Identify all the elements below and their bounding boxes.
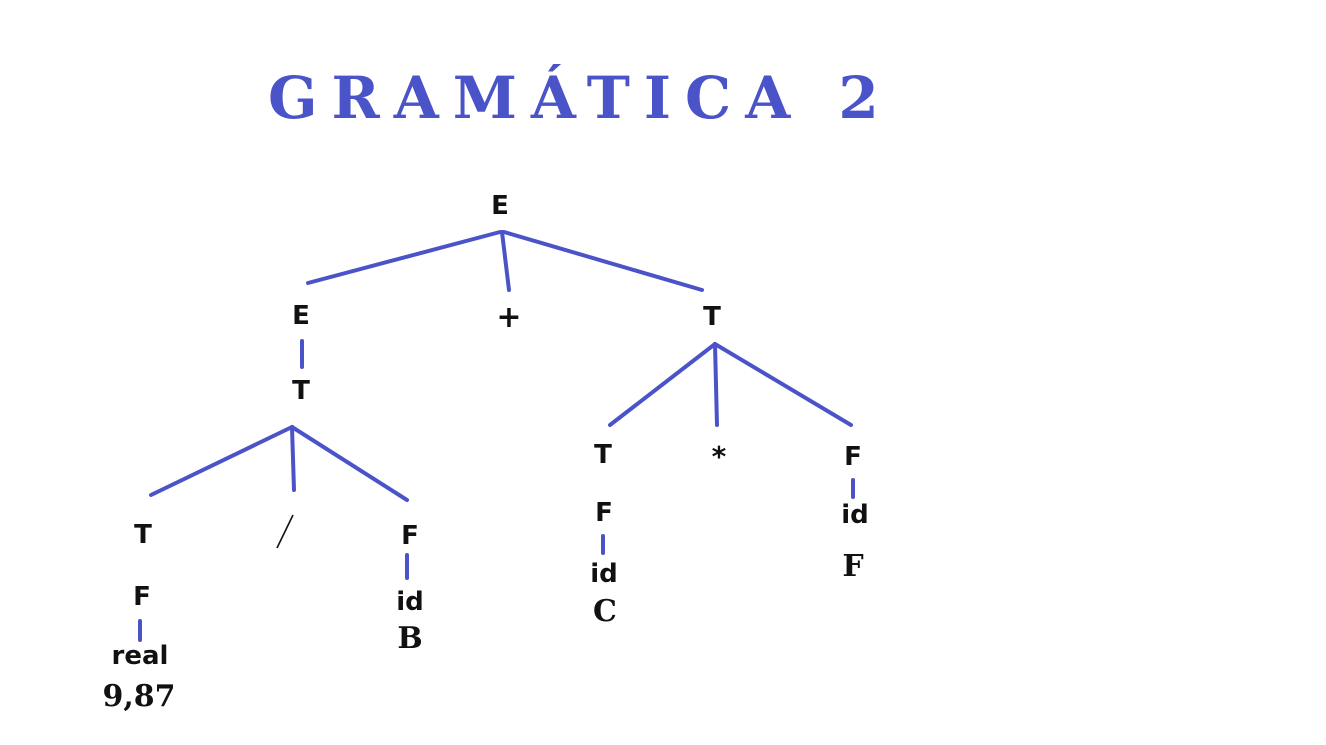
leaf-id-c: id — [590, 559, 618, 589]
value-c: C — [593, 594, 617, 629]
node-left-t: T — [292, 376, 310, 406]
edge-t-f — [290, 425, 409, 502]
node-plus: + — [496, 300, 522, 335]
leaf-real: real — [111, 641, 169, 671]
edge-right-t-f — [713, 342, 853, 427]
edge-right-t-star — [713, 342, 719, 427]
edge-root-left-e — [306, 230, 502, 285]
node-left-f-id: F — [401, 521, 419, 551]
value-f: F — [842, 549, 864, 584]
node-right-f-c: F — [595, 498, 613, 528]
node-right-t: T — [703, 302, 721, 332]
node-right-f: F — [844, 442, 862, 472]
node-star: * — [711, 440, 727, 473]
division-slash — [276, 514, 294, 549]
node-left-t-child-t: T — [134, 520, 152, 550]
leaf-id-b: id — [396, 587, 424, 617]
edge-root-right-t — [502, 230, 704, 292]
edge-t-slash — [290, 425, 296, 492]
node-left-e: E — [292, 301, 310, 331]
node-root-e: E — [491, 191, 509, 221]
edge-right-t-left-t — [608, 342, 717, 427]
edge-t-left-t — [149, 425, 294, 497]
value-b: B — [397, 621, 423, 656]
leaf-id-f: id — [841, 500, 869, 530]
edge-root-plus — [500, 230, 511, 292]
node-right-t-child-t: T — [594, 440, 612, 470]
node-left-f-real: F — [133, 582, 151, 612]
diagram-title: Gramática 2 — [268, 64, 893, 132]
value-9-87: 9,87 — [102, 679, 176, 714]
